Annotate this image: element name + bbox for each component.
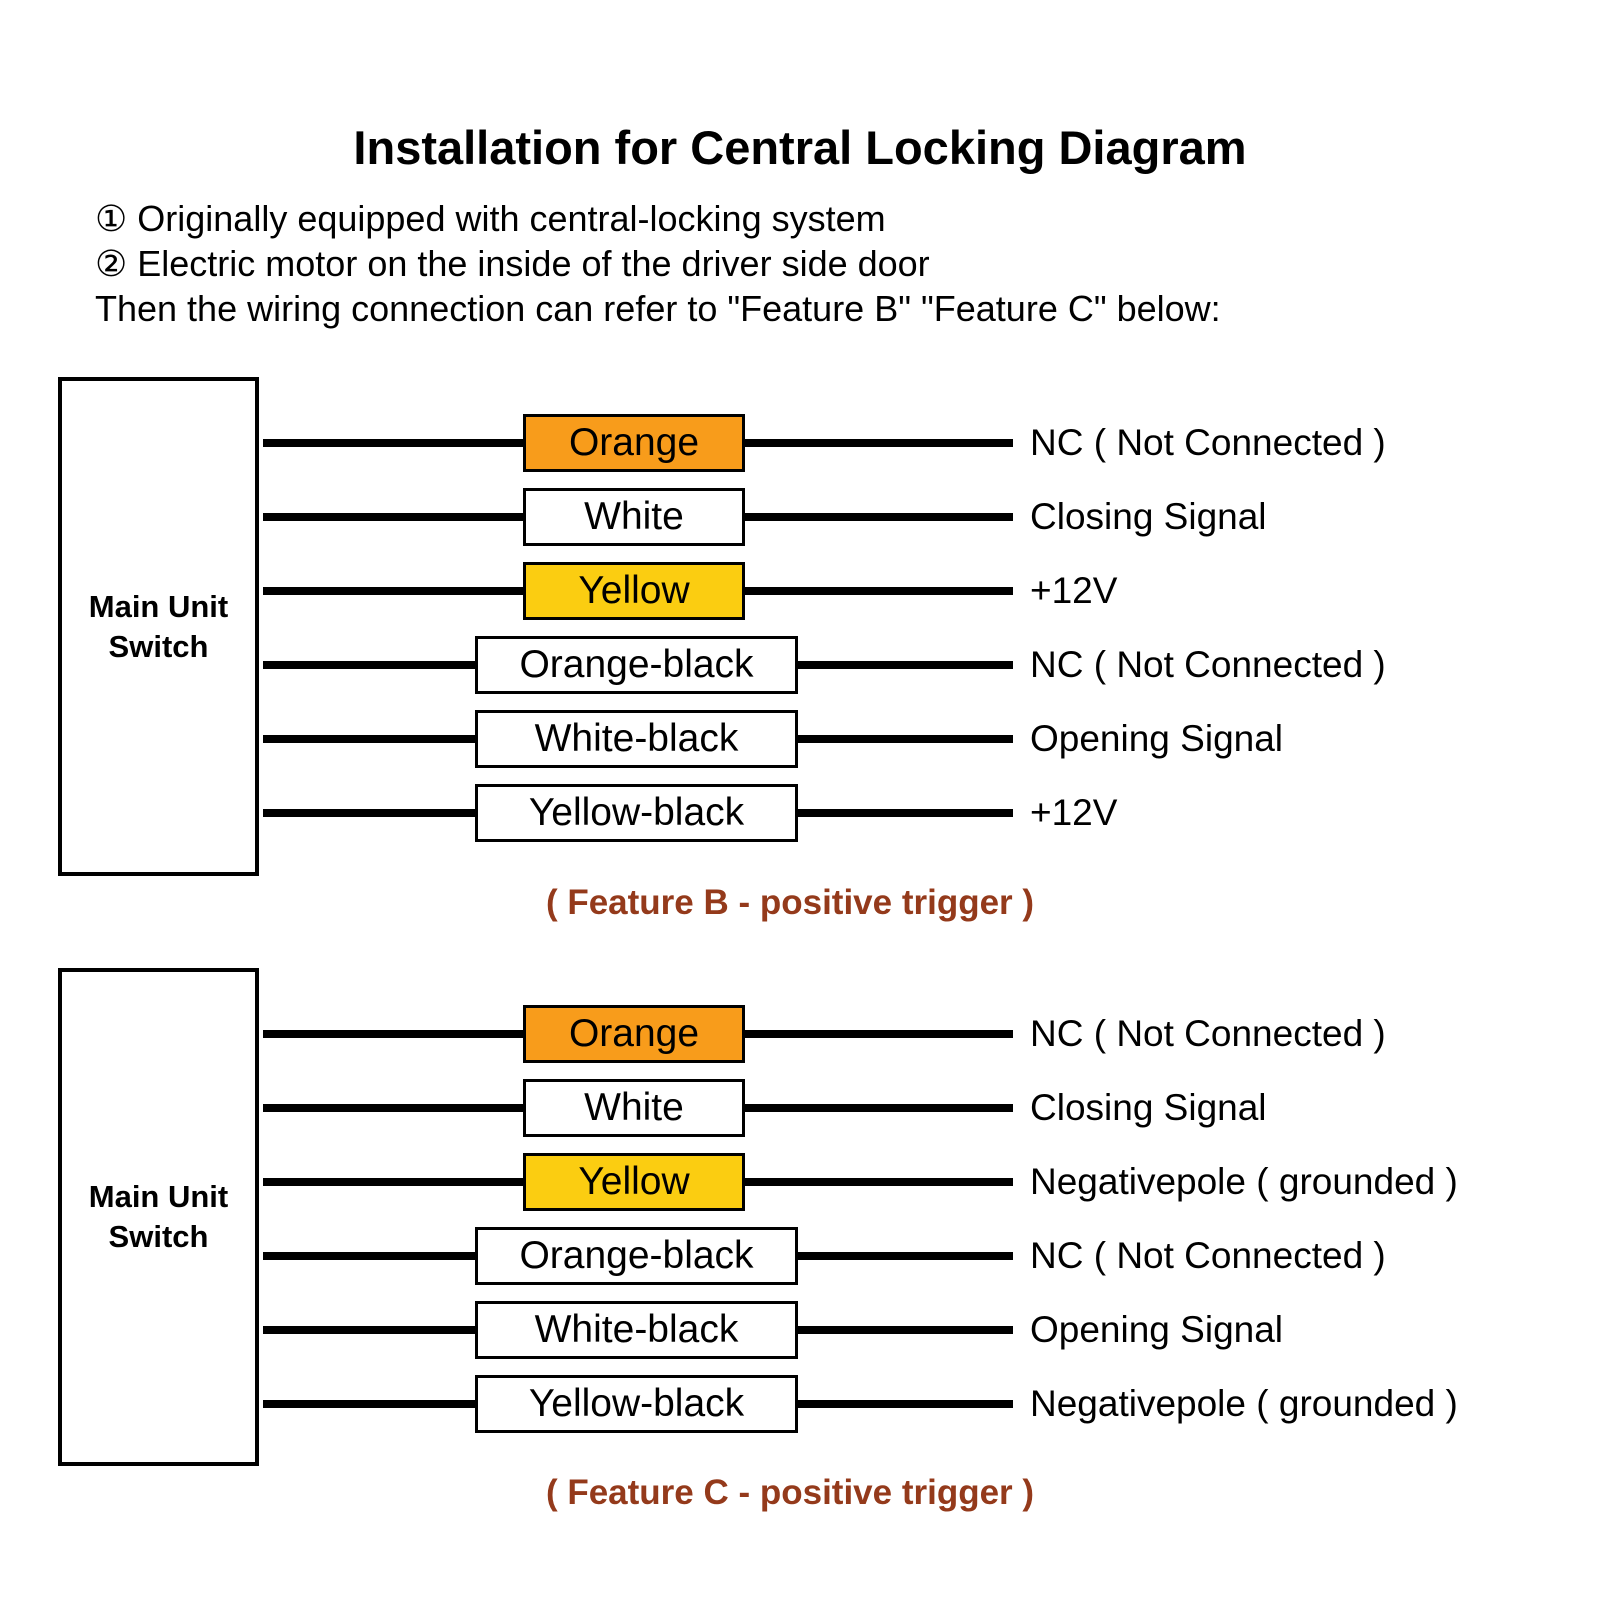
wire-label: Orange [568, 421, 700, 464]
intro-text: ① Originally equipped with central-locki… [95, 196, 1221, 331]
wire-line [263, 439, 523, 447]
wire-line [263, 1104, 523, 1112]
wire-color-box: White [523, 488, 745, 546]
wire-label: White-black [534, 1308, 739, 1351]
feature-c-caption: ( Feature C - positive trigger ) [545, 1473, 1035, 1512]
main-unit-switch-label-line1: Main Unit [88, 588, 229, 624]
main-unit-switch-box: Main Unit Switch [58, 377, 259, 876]
intro-line-1: ① Originally equipped with central-locki… [95, 198, 886, 239]
wire-color-box: Yellow [523, 1153, 745, 1211]
wire-line [745, 439, 1013, 447]
signal-label: Negativepole ( grounded ) [1030, 1161, 1458, 1202]
feature-b-caption: ( Feature B - positive trigger ) [545, 883, 1035, 922]
intro-line-3: Then the wiring connection can refer to … [95, 288, 1221, 329]
wire-line [745, 513, 1013, 521]
wire-line [745, 1178, 1013, 1186]
intro-line-2: ② Electric motor on the inside of the dr… [95, 243, 930, 284]
wire-color-box: Yellow-black [475, 784, 798, 842]
wire-color-box: Orange [523, 414, 745, 472]
wire-line [263, 1178, 523, 1186]
signal-label: NC ( Not Connected ) [1030, 1235, 1386, 1276]
wire-line [263, 1030, 523, 1038]
wire-color-box: White-black [475, 1301, 798, 1359]
wire-line [745, 1030, 1013, 1038]
wire-line [798, 809, 1013, 817]
signal-label: Opening Signal [1030, 1309, 1284, 1350]
wire-label: Yellow [578, 1160, 690, 1203]
signal-label: +12V [1030, 570, 1118, 611]
signal-label: Closing Signal [1030, 1087, 1267, 1128]
wire-color-box: Yellow-black [475, 1375, 798, 1433]
wire-line [263, 1400, 475, 1408]
signal-label: NC ( Not Connected ) [1030, 422, 1386, 463]
signal-label: Negativepole ( grounded ) [1030, 1383, 1458, 1424]
wire-line [263, 1252, 475, 1260]
wire-line [745, 1104, 1013, 1112]
wire-label: White [584, 495, 684, 538]
wire-line [745, 587, 1013, 595]
feature-b-diagram: Main Unit Switch Orange NC ( Not Connect… [0, 377, 1600, 876]
wire-color-box: Orange-black [475, 636, 798, 694]
page-title: Installation for Central Locking Diagram [353, 121, 1247, 174]
signal-label: Closing Signal [1030, 496, 1267, 537]
wire-line [263, 661, 475, 669]
signal-label: +12V [1030, 792, 1118, 833]
wire-line [798, 735, 1013, 743]
wire-color-box: White [523, 1079, 745, 1137]
wire-line [263, 1326, 475, 1334]
main-unit-switch-label-line2: Switch [108, 1219, 209, 1254]
wire-line [263, 513, 523, 521]
signal-label: NC ( Not Connected ) [1030, 1013, 1386, 1054]
wire-label: Yellow-black [528, 1382, 745, 1425]
wire-color-box: Orange-black [475, 1227, 798, 1285]
main-unit-switch-box: Main Unit Switch [58, 968, 259, 1466]
wire-line [798, 1326, 1013, 1334]
main-unit-switch-label-line2: Switch [108, 628, 209, 664]
signal-label: NC ( Not Connected ) [1030, 644, 1386, 685]
wire-line [263, 735, 475, 743]
wire-line [798, 1400, 1013, 1408]
wire-line [263, 587, 523, 595]
wire-color-box: Orange [523, 1005, 745, 1063]
wire-line [263, 809, 475, 817]
wire-color-box: Yellow [523, 562, 745, 620]
wire-line [798, 661, 1013, 669]
wire-label: Orange-black [519, 643, 754, 686]
signal-label: Opening Signal [1030, 718, 1284, 759]
wire-label: White-black [534, 717, 739, 760]
wire-label: Yellow-black [528, 791, 745, 834]
feature-c-diagram: Main Unit Switch Orange NC ( Not Connect… [0, 968, 1600, 1466]
wire-label: Yellow [578, 569, 690, 612]
wire-label: Orange [568, 1012, 700, 1055]
wire-line [798, 1252, 1013, 1260]
main-unit-switch-label-line1: Main Unit [88, 1179, 229, 1214]
wire-label: Orange-black [519, 1234, 754, 1277]
wire-color-box: White-black [475, 710, 798, 768]
wire-label: White [584, 1086, 684, 1129]
